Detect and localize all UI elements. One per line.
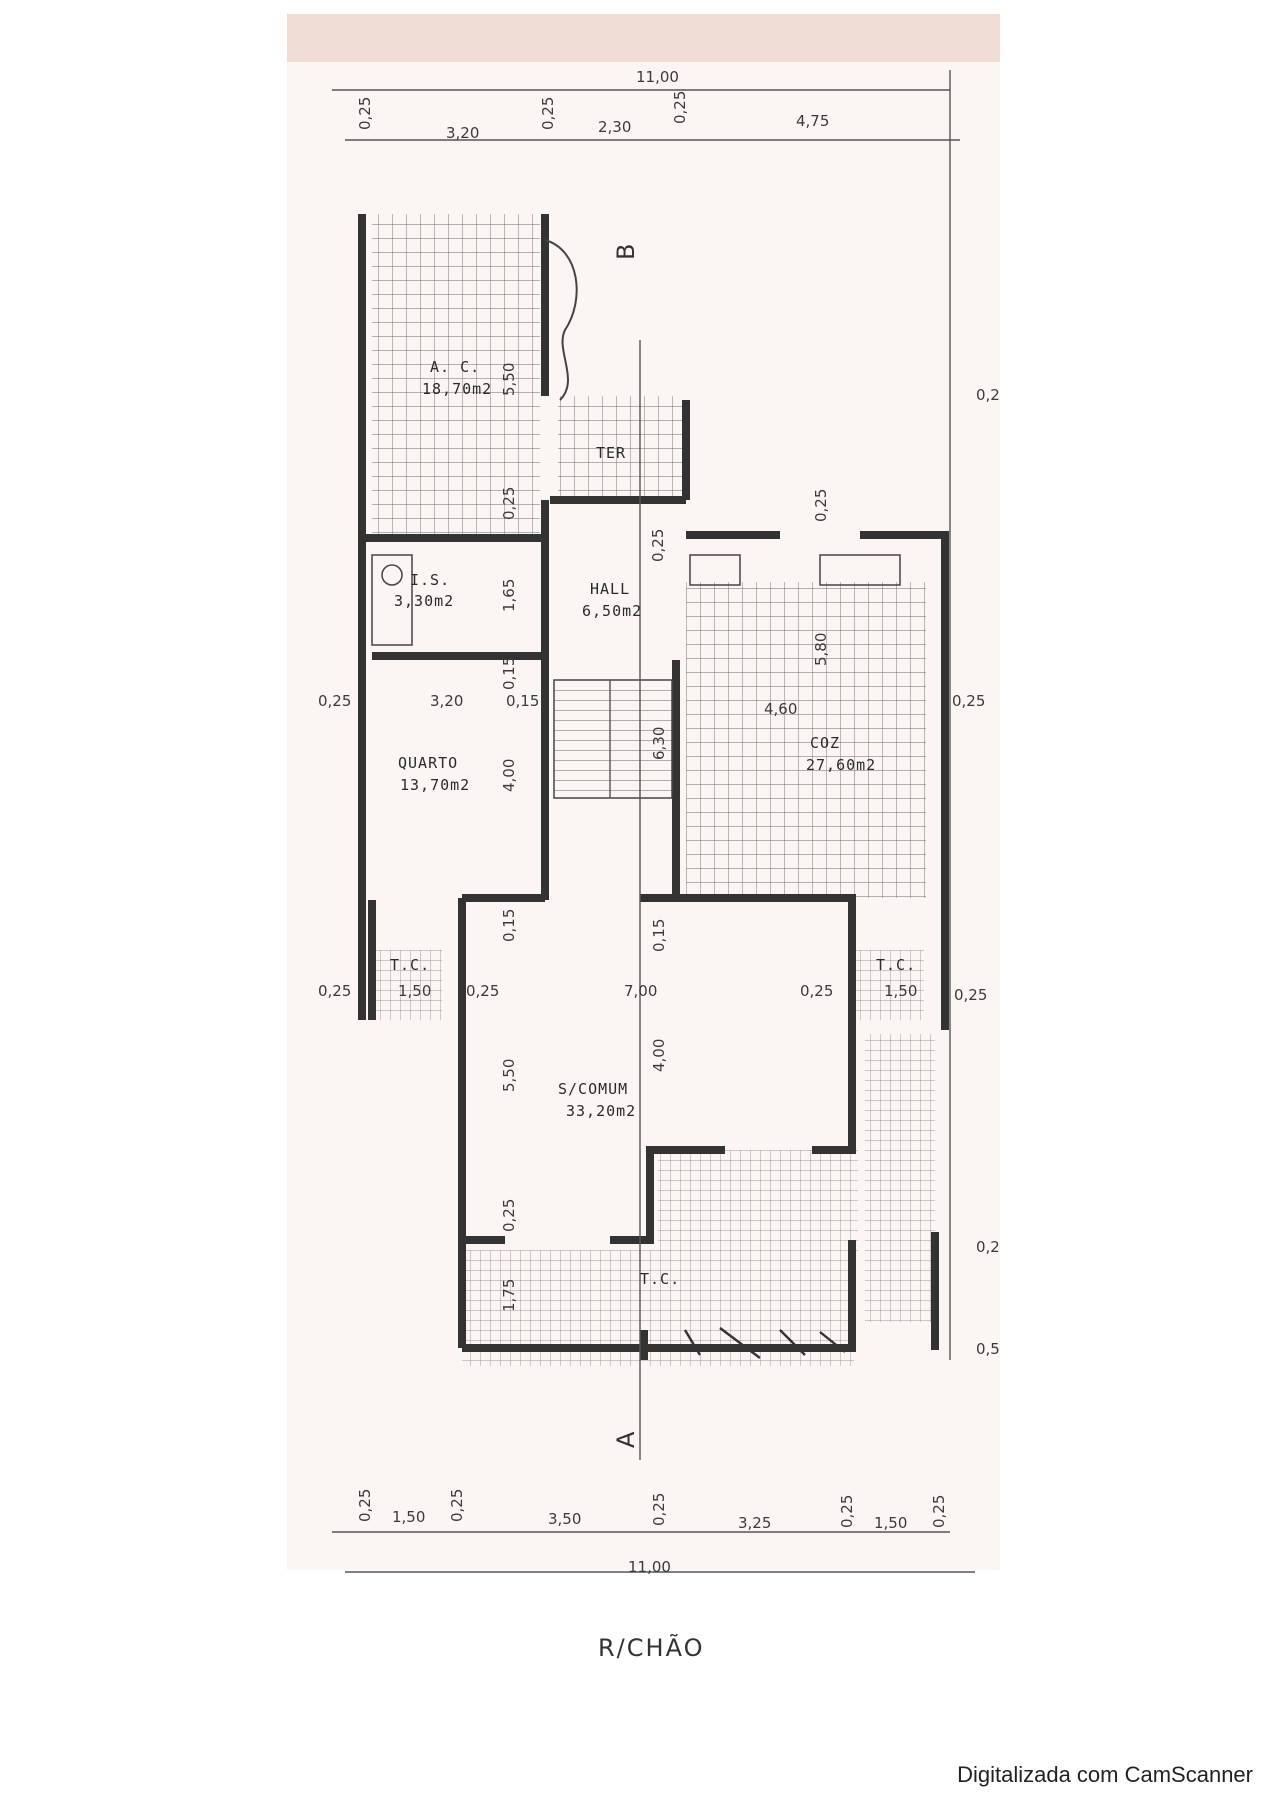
room-is-area: 3,30m2 bbox=[394, 592, 454, 610]
top-dim-c: 0,25 bbox=[539, 97, 557, 130]
bottom-dim-i: 0,25 bbox=[930, 1495, 948, 1528]
room-coz: 0,25 5,80 4,60 COZ 27,60m2 bbox=[764, 489, 876, 774]
room-ac-dim2: 0,25 bbox=[500, 487, 518, 520]
top-dim-f: 4,75 bbox=[796, 112, 829, 130]
scomum-bottom: 0,25 bbox=[500, 1199, 518, 1232]
room-quarto-area: 13,70m2 bbox=[400, 776, 470, 794]
coz-top-dim: 0,25 bbox=[812, 489, 830, 522]
top-dim-b: 3,20 bbox=[446, 124, 479, 142]
section-marker-b: B bbox=[612, 242, 640, 260]
bottom-total-dim: 11,00 bbox=[628, 1558, 671, 1576]
room-scomum-area: 33,20m2 bbox=[566, 1102, 636, 1120]
plan-title: R/CHÃO bbox=[598, 1632, 704, 1662]
coz-width: 4,60 bbox=[764, 700, 797, 718]
room-scomum-name: S/COMUM bbox=[558, 1080, 628, 1098]
room-tc-left: T.C. 0,25 1,50 bbox=[318, 956, 431, 1000]
room-is-dim: 1,65 bbox=[500, 579, 518, 612]
bottom-dim-c: 0,25 bbox=[448, 1489, 466, 1522]
sheet-top-edge bbox=[287, 14, 1000, 62]
right-dim-d: 0,2 bbox=[976, 1238, 1000, 1256]
dimension-lines bbox=[332, 70, 975, 1573]
room-coz-name: COZ bbox=[810, 734, 840, 752]
bottom-dim-d: 3,50 bbox=[548, 1510, 581, 1528]
scanner-watermark: Digitalizada com CamScanner bbox=[957, 1762, 1253, 1787]
stairs-label: 6,30 bbox=[650, 727, 668, 760]
room-coz-area: 27,60m2 bbox=[806, 756, 876, 774]
room-tc-right-name: T.C. bbox=[876, 956, 916, 974]
scomum-t2: 0,15 bbox=[650, 919, 668, 952]
room-tc-right: T.C. 1,50 bbox=[876, 956, 917, 1000]
room-quarto: 0,25 3,20 0,15 0,15 QUARTO 13,70m2 4,00 bbox=[318, 657, 539, 794]
scomum-h1: 5,50 bbox=[500, 1059, 518, 1092]
quarto-d2: 0,15 bbox=[506, 692, 539, 710]
room-is: I.S. 3,30m2 1,65 bbox=[394, 571, 518, 612]
right-dim-b: 0,25 bbox=[952, 692, 985, 710]
room-ac-dim: 5,50 bbox=[500, 363, 518, 396]
room-ter-name: TER bbox=[596, 444, 626, 462]
room-is-name: I.S. bbox=[410, 571, 450, 589]
scomum-t1: 0,15 bbox=[500, 909, 518, 942]
right-dim-c: 0,25 bbox=[954, 986, 987, 1004]
right-edge-dimensions: 0,2 0,25 0,25 0,2 0,5 bbox=[952, 386, 1000, 1358]
bottom-dim-a: 0,25 bbox=[356, 1489, 374, 1522]
room-tc-bottom-name: T.C. bbox=[640, 1270, 680, 1288]
tc-right-width: 1,50 bbox=[884, 982, 917, 1000]
room-tc-bottom: 1,75 T.C. bbox=[500, 1270, 680, 1312]
bottom-dim-b: 1,50 bbox=[392, 1508, 425, 1526]
room-ac-name: A. C. bbox=[430, 358, 480, 376]
quarto-height: 4,00 bbox=[500, 759, 518, 792]
bottom-dimensions: 0,25 1,50 0,25 3,50 0,25 3,25 0,25 1,50 … bbox=[356, 1489, 948, 1576]
tc-bottom-height: 1,75 bbox=[500, 1279, 518, 1312]
room-quarto-name: QUARTO bbox=[398, 754, 458, 772]
section-markers: B A bbox=[612, 242, 640, 1448]
top-dimensions: 11,00 0,25 3,20 0,25 2,30 0,25 4,75 bbox=[356, 68, 829, 142]
bottom-dim-e: 0,25 bbox=[650, 1493, 668, 1526]
top-dim-d: 2,30 bbox=[598, 118, 631, 136]
room-hall-name: HALL bbox=[590, 580, 630, 598]
room-ac: A. C. 18,70m2 5,50 0,25 bbox=[422, 358, 518, 520]
stairs bbox=[553, 340, 673, 1460]
quarto-width: 3,20 bbox=[430, 692, 463, 710]
room-hall-area: 6,50m2 bbox=[582, 602, 642, 620]
room-hall: HALL 6,50m2 0,25 bbox=[582, 529, 667, 620]
scomum-left: 0,25 bbox=[466, 982, 499, 1000]
tc-left-outer-dim: 0,25 bbox=[318, 982, 351, 1000]
tiled-floors bbox=[372, 214, 935, 1366]
bottom-dim-g: 0,25 bbox=[838, 1495, 856, 1528]
scomum-h2: 4,00 bbox=[650, 1039, 668, 1072]
scomum-right: 0,25 bbox=[800, 982, 833, 1000]
room-ac-area: 18,70m2 bbox=[422, 380, 492, 398]
scomum-width: 7,00 bbox=[624, 982, 657, 1000]
bottom-dim-h: 1,50 bbox=[874, 1514, 907, 1532]
top-dim-a: 0,25 bbox=[356, 97, 374, 130]
room-scomum: 0,15 0,15 0,25 7,00 0,25 5,50 4,00 S/COM… bbox=[466, 909, 833, 1232]
quarto-left-dim: 0,25 bbox=[318, 692, 351, 710]
bottom-dim-f: 3,25 bbox=[738, 1514, 771, 1532]
top-dim-e: 0,25 bbox=[671, 91, 689, 124]
stairs-dim: 6,30 bbox=[650, 727, 668, 760]
quarto-d1: 0,15 bbox=[500, 657, 518, 690]
coz-height: 5,80 bbox=[812, 633, 830, 666]
right-dim-a: 0,2 bbox=[976, 386, 1000, 404]
right-dim-e: 0,5 bbox=[976, 1340, 1000, 1358]
room-ter: TER bbox=[596, 444, 626, 462]
fixtures bbox=[371, 239, 901, 1359]
section-marker-a: A bbox=[612, 1430, 640, 1448]
tc-left-width: 1,50 bbox=[398, 982, 431, 1000]
room-tc-left-name: T.C. bbox=[390, 956, 430, 974]
walls bbox=[358, 214, 949, 1360]
room-hall-dim: 0,25 bbox=[649, 529, 667, 562]
top-total-dim: 11,00 bbox=[636, 68, 679, 86]
